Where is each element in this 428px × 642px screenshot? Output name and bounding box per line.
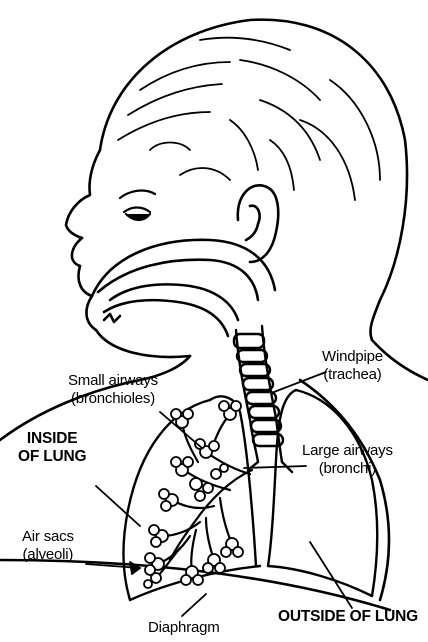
right-lung [268,390,377,596]
pointer-diaphragm [182,594,206,616]
alveoli-clusters [144,401,243,588]
trachea [234,326,292,472]
eye [120,191,155,220]
label-windpipe: Windpipe (trachea) [322,348,383,384]
hair-strands [118,38,380,200]
label-small-airways: Small airways (bronchioles) [68,372,158,408]
pointer-windpipe [274,372,326,392]
label-air-sacs: Air sacs (alveoli) [22,528,74,564]
label-diaphragm: Diaphragm [148,619,220,637]
label-outside-lung: OUTSIDE OF LUNG [278,608,418,626]
child-head-outline [66,20,407,340]
label-inside-lung: INSIDE OF LUNG [18,430,86,466]
oral-cavity [92,240,275,336]
label-large-airways: Large airways (bronchi) [302,442,393,478]
